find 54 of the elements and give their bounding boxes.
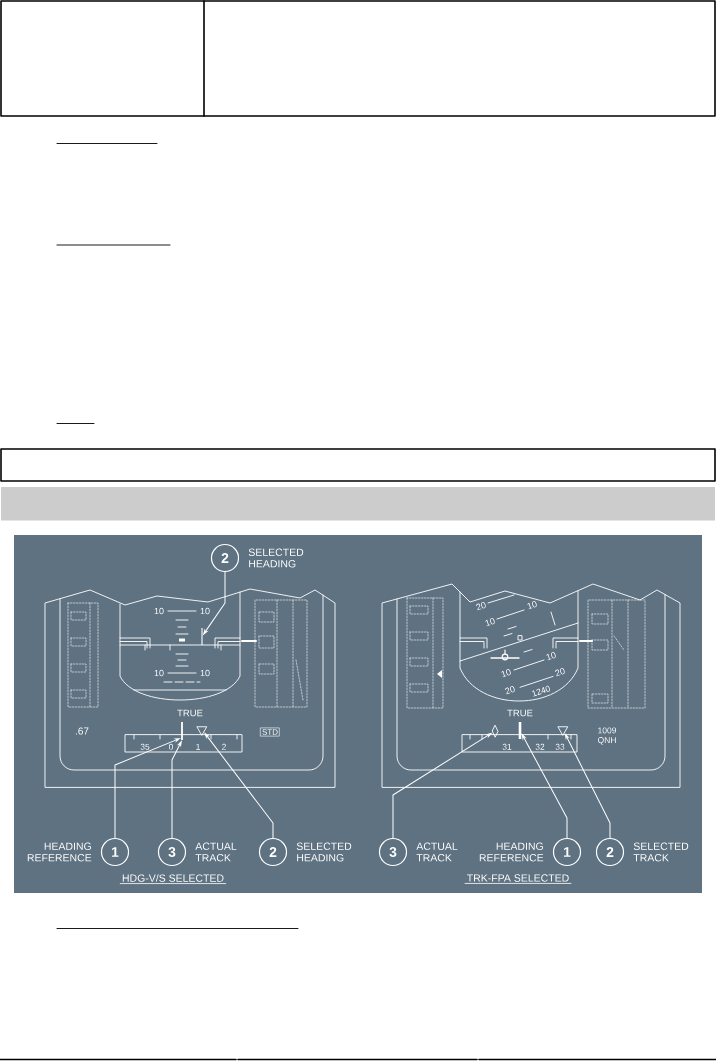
section-band (1, 487, 715, 521)
callout-number: 2 (210, 543, 240, 573)
leader-line (203, 571, 226, 635)
leader-line (521, 734, 568, 839)
callout-number: 1 (100, 837, 130, 867)
leader-line (392, 733, 492, 839)
track-symbol (491, 724, 499, 738)
leader-line (171, 741, 182, 839)
callout-label: HEADING REFERENCE (479, 842, 544, 862)
pitch-number: 20 (476, 602, 486, 611)
mach-readout: .67 (75, 727, 89, 735)
heading-scale-number: 31 (502, 743, 512, 750)
pitch-number: 10 (154, 669, 164, 677)
pitch-number: 10 (154, 607, 164, 615)
heading-scale-number: 1 (196, 743, 200, 750)
leader-line (564, 733, 611, 839)
callout-number: 1 (552, 837, 582, 867)
selected-track-symbol (557, 726, 569, 736)
callout-number: 2 (258, 837, 288, 867)
callout-label: HEADING REFERENCE (27, 842, 92, 862)
reference-label: TRUE (507, 709, 533, 717)
pitch-number: 20 (555, 668, 565, 677)
pitch-number: 10 (546, 652, 556, 661)
pitch-number: 20 (505, 686, 515, 695)
callout-label: SELECTED TRACK (633, 842, 689, 862)
leader-line (114, 738, 180, 839)
baro-label: STD (260, 727, 280, 737)
callout-number: 3 (378, 837, 408, 867)
callout-label: SELECTED HEADING (296, 842, 352, 862)
pitch-number: 10 (485, 618, 495, 627)
callout-number: 2 (595, 837, 625, 867)
pitch-number: 10 (501, 669, 511, 678)
pitch-number: 10 (200, 669, 210, 677)
reference-label: TRUE (177, 709, 203, 717)
heading-scale-number: 33 (555, 743, 565, 750)
heading-scale-number: 0 (168, 743, 174, 750)
callout-label: SELECTED HEADING (248, 548, 304, 568)
pitch-number: 10 (527, 601, 537, 610)
callout-number: 3 (157, 837, 187, 867)
heading-reference-mark (181, 722, 183, 740)
callout-label: ACTUAL TRACK (195, 842, 237, 862)
callout-label: ACTUAL TRACK (416, 842, 458, 862)
leader-line (204, 733, 274, 839)
heading-scale-number: 35 (140, 743, 150, 750)
altitude-readout: 1240 (532, 685, 550, 697)
panel-caption: HDG-V/S SELECTED (119, 874, 227, 884)
heading-scale-number: 2 (222, 743, 226, 750)
pitch-number: 10 (200, 607, 210, 615)
panel-caption: TRK-FPA SELECTED (464, 874, 572, 884)
heading-reference-mark (518, 722, 522, 739)
selected-heading-symbol (196, 726, 208, 736)
empty-box (0, 448, 716, 482)
baro-readout: 1009 QNH (597, 727, 617, 745)
heading-scale-number: 32 (535, 743, 545, 750)
